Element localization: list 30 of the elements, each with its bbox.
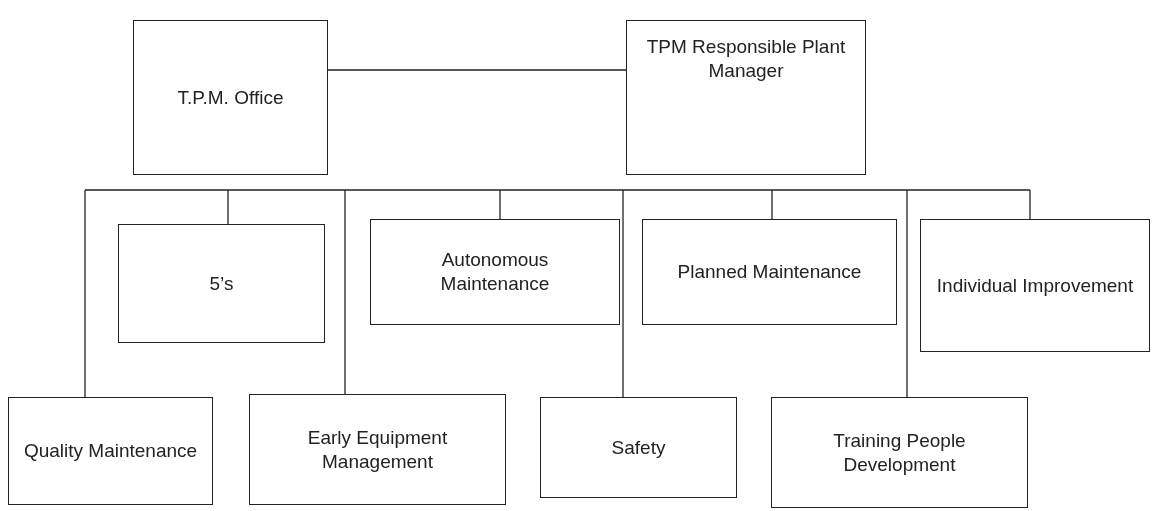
connector-line — [1029, 189, 1031, 220]
org-box — [642, 219, 897, 325]
connector-line — [499, 189, 501, 220]
org-box — [370, 219, 620, 325]
org-box — [540, 397, 737, 498]
box-label: Training People Development — [832, 428, 967, 477]
connector-line — [344, 189, 346, 395]
bus-line — [84, 189, 1031, 191]
box-label: Planned Maintenance — [677, 260, 862, 284]
org-box — [626, 20, 866, 175]
org-box — [249, 394, 506, 505]
org-box — [920, 219, 1150, 352]
box-label: Early Equipment Management — [306, 425, 449, 474]
box-label: TPM Responsible Plant Manager — [645, 35, 847, 83]
connector-line — [622, 189, 624, 398]
box-label: 5’s — [209, 271, 234, 296]
box-label: Individual Improvement — [936, 273, 1134, 298]
org-box — [771, 397, 1028, 508]
org-box — [118, 224, 325, 343]
box-label: Quality Maintenance — [23, 439, 198, 463]
org-box — [133, 20, 328, 175]
org-box — [8, 397, 213, 505]
connector-line — [84, 189, 86, 398]
box-label: T.P.M. Office — [177, 85, 284, 110]
connector-line — [227, 189, 229, 225]
box-label: Autonomous Maintenance — [439, 248, 551, 296]
connector-line — [906, 189, 908, 398]
box-label: Safety — [611, 435, 666, 460]
connector-line — [327, 69, 627, 71]
connector-line — [771, 189, 773, 220]
